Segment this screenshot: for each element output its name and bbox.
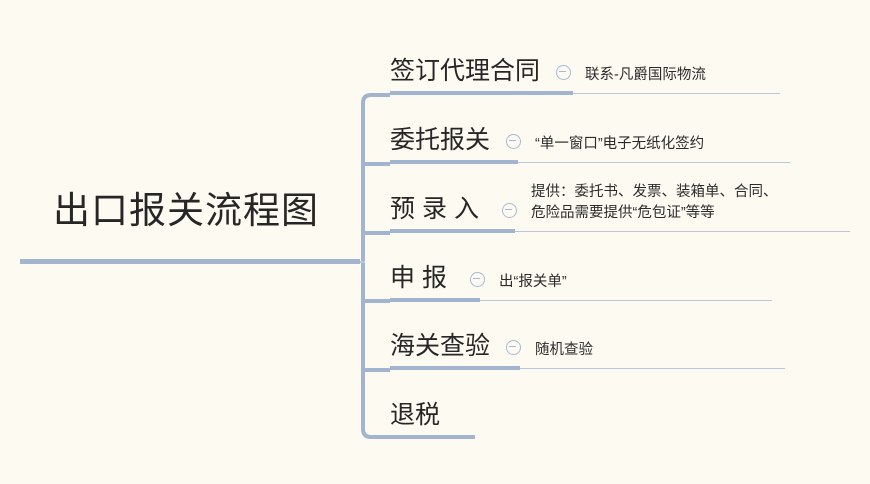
branch-node-2-row: 委托报关 “单一窗口”电子无纸化签约 [390, 125, 704, 157]
branch-node-1-row: 签订代理合同 联系-凡爵国际物流 [390, 56, 706, 88]
branch-node-2-label: 委托报关 [390, 126, 491, 154]
branch-node-5-label: 海关查验 [390, 332, 491, 360]
branch-node-6-label: 退税 [390, 401, 441, 429]
collapse-minus-icon[interactable] [556, 65, 572, 80]
branch-node-3-label: 预录入 [390, 195, 487, 223]
branch-node-2-child-1: “单一窗口”电子无纸化签约 [535, 136, 705, 152]
branch-node-3-children: 提供：委托书、发票、装箱单、合同、 危险品需要提供“危包证”等等 [531, 182, 778, 226]
collapse-minus-icon[interactable] [506, 340, 522, 355]
branch-node-3-row: 预录入 提供：委托书、发票、装箱单、合同、 危险品需要提供“危包证”等等 [390, 182, 778, 226]
branch-node-3-child-1: 提供：委托书、发票、装箱单、合同、 [531, 184, 778, 200]
collapse-minus-icon[interactable] [470, 272, 486, 287]
branch-node-4-child-1: 出“报关单” [499, 274, 567, 290]
branch-node-4-row: 申报 出“报关单” [390, 263, 567, 295]
collapse-minus-icon[interactable] [506, 134, 522, 149]
branch-node-1-underline [390, 91, 780, 95]
branch-node-5-child-1: 随机查验 [535, 342, 594, 358]
branch-node-6-underline [390, 435, 475, 439]
collapse-minus-icon[interactable] [502, 203, 518, 218]
branch-node-3-underline [390, 229, 850, 233]
root-node[interactable]: 出口报关流程图 [20, 185, 360, 264]
root-node-underline [20, 259, 360, 264]
branch-node-3-child-2: 危险品需要提供“危包证”等等 [531, 205, 715, 221]
branch-node-1-child-1: 联系-凡爵国际物流 [585, 67, 706, 83]
branch-node-5-underline [390, 366, 785, 370]
branch-node-4-underline [390, 298, 772, 302]
branch-node-4-label: 申报 [390, 264, 455, 292]
branch-node-1-label: 签订代理合同 [390, 57, 541, 85]
root-node-label: 出口报关流程图 [53, 190, 319, 231]
branch-node-2-underline [390, 160, 790, 164]
branch-node-5-row: 海关查验 随机查验 [390, 331, 593, 363]
branch-node-6-row: 退税 [390, 400, 440, 432]
